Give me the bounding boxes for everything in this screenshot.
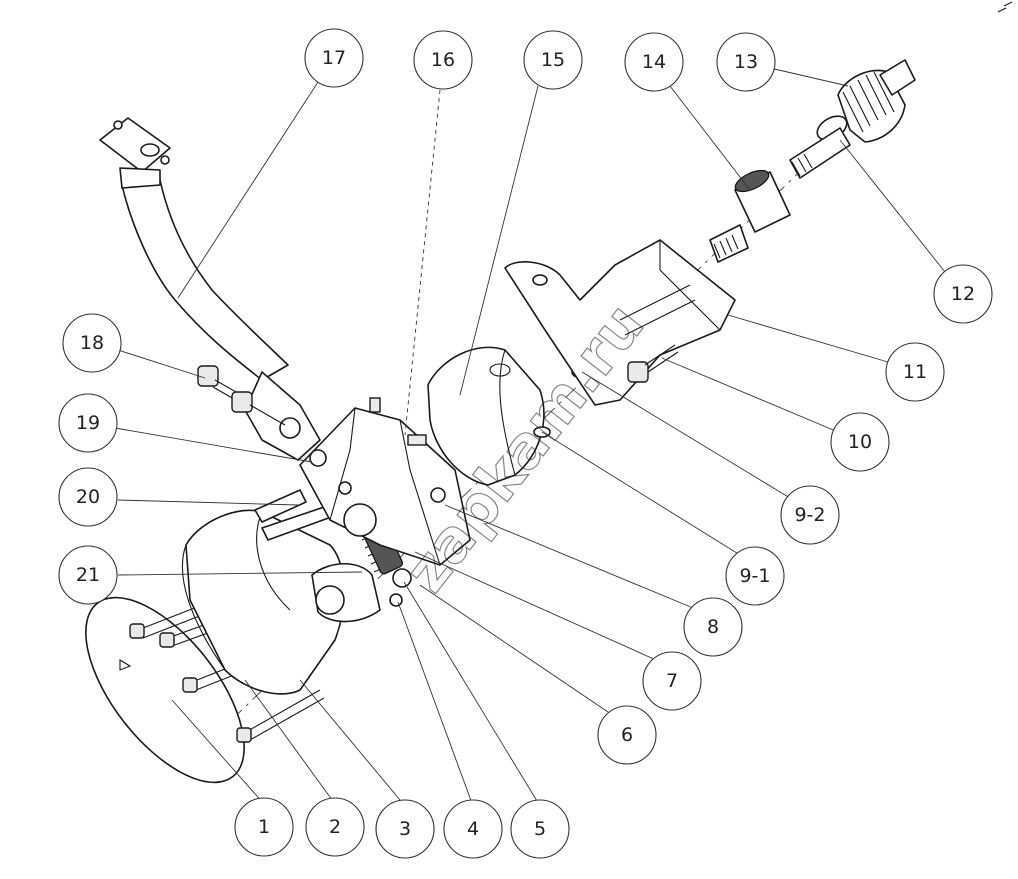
- svg-text:7: 7: [666, 670, 678, 692]
- svg-text:12: 12: [951, 283, 975, 305]
- part-14-sleeve: [709, 169, 791, 263]
- callout-8: 8: [683, 597, 743, 657]
- callout-14: 14: [624, 32, 684, 92]
- callout-1: 1: [234, 797, 294, 857]
- part-13-drive-gear: [789, 59, 916, 179]
- parts-drawing: [85, 1, 1013, 784]
- callout-6: 6: [597, 705, 657, 765]
- svg-text:9-1: 9-1: [739, 565, 770, 587]
- corner-mark: [997, 1, 1013, 13]
- svg-text:6: 6: [621, 724, 633, 746]
- callout-11: 11: [885, 342, 945, 402]
- part-8-pump-body: [299, 397, 471, 566]
- callout-21: 21: [58, 545, 118, 605]
- part-20-pins: [254, 489, 335, 541]
- callout-15: 15: [523, 30, 583, 90]
- svg-text:3: 3: [399, 818, 411, 840]
- svg-text:16: 16: [431, 49, 455, 71]
- svg-text:13: 13: [734, 51, 758, 73]
- callout-7: 7: [642, 651, 702, 711]
- svg-text:5: 5: [534, 818, 546, 840]
- svg-text:8: 8: [707, 616, 719, 638]
- callout-17: 17: [304, 28, 364, 88]
- svg-text:15: 15: [541, 49, 565, 71]
- part-19-nut: [309, 449, 327, 467]
- svg-text:17: 17: [322, 47, 346, 69]
- callout-20: 20: [58, 467, 118, 527]
- callout-3: 3: [375, 799, 435, 859]
- svg-text:14: 14: [642, 51, 666, 73]
- callouts: 1 2 3 4 5 6 7 8 9-1 9-2 10 11 12 13 14 1…: [58, 28, 993, 859]
- callout-9-2: 9-2: [780, 485, 840, 545]
- svg-text:10: 10: [848, 431, 872, 453]
- svg-text:4: 4: [467, 818, 479, 840]
- callout-13: 13: [716, 32, 776, 92]
- callout-9-1: 9-1: [725, 546, 785, 606]
- part-18-bolts: [197, 365, 286, 426]
- callout-4: 4: [443, 799, 503, 859]
- part-10-bolt: [627, 344, 679, 383]
- svg-text:21: 21: [76, 564, 100, 586]
- svg-text:9-2: 9-2: [794, 504, 825, 526]
- part-17-pickup-tube: [99, 117, 321, 461]
- part-2-bolts: [129, 599, 325, 743]
- callout-16: 16: [413, 30, 473, 90]
- leader-lines: [114, 67, 946, 807]
- callout-2: 2: [305, 797, 365, 857]
- callout-19: 19: [58, 393, 118, 453]
- callout-5: 5: [510, 799, 570, 859]
- svg-text:2: 2: [329, 816, 341, 838]
- svg-text:20: 20: [76, 486, 100, 508]
- svg-text:11: 11: [903, 361, 927, 383]
- svg-text:18: 18: [80, 332, 104, 354]
- svg-text:1: 1: [258, 816, 270, 838]
- part-15-gear: [427, 346, 545, 486]
- callout-18: 18: [62, 313, 122, 373]
- part-11-drive-housing: [504, 239, 736, 406]
- callout-12: 12: [933, 264, 993, 324]
- callout-10: 10: [830, 412, 890, 472]
- svg-text:19: 19: [76, 412, 100, 434]
